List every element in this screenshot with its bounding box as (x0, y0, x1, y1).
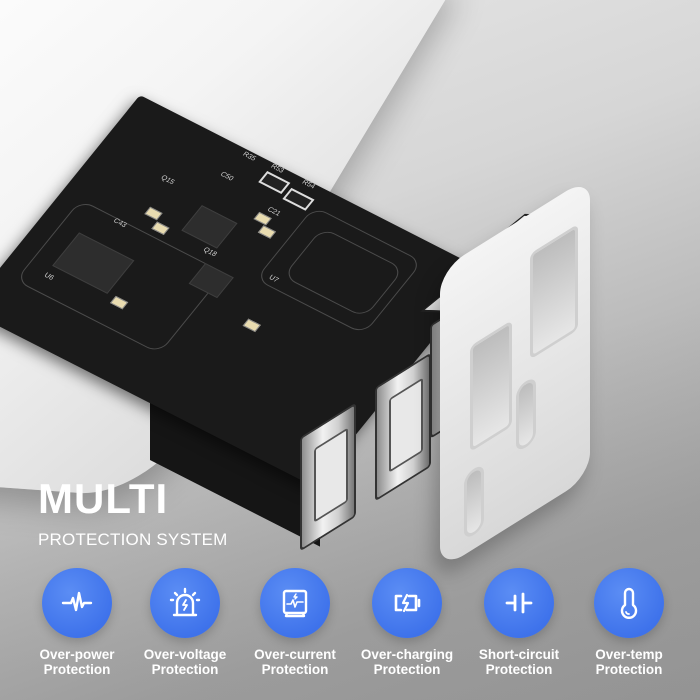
monitor-pulse-icon (282, 589, 308, 618)
thermometer-icon (620, 587, 638, 619)
usb-a-slot (530, 223, 578, 360)
usb-c-slot (516, 375, 536, 454)
pcb-chip (181, 205, 238, 249)
pcb-smd (257, 225, 277, 239)
feature-label-line2: Protection (373, 662, 441, 677)
headline-subtitle: PROTECTION SYSTEM (38, 530, 228, 549)
alarm-light-icon (169, 587, 201, 617)
feature-list: Over-power Protection Over-voltage Prote… (0, 568, 700, 700)
feature-icon-circle (150, 568, 220, 638)
pcb-smd (242, 318, 261, 333)
pcb-resistor (282, 187, 315, 211)
feature-label-line2: Protection (595, 662, 663, 677)
feature-over-power: Over-power Protection (22, 568, 132, 677)
feature-icon-circle (42, 568, 112, 638)
feature-label-line1: Over-current (254, 647, 336, 662)
feature-icon-circle (372, 568, 442, 638)
pulse-icon (61, 591, 93, 612)
feature-label-line1: Over-temp (595, 647, 663, 662)
capacitor-icon (505, 592, 533, 614)
feature-over-charging: Over-charging Protection (352, 568, 462, 677)
feature-label-line1: Over-power (39, 647, 115, 662)
pcb-label: R35 (241, 151, 258, 163)
pcb-resistor (258, 171, 291, 194)
feature-label-line1: Over-charging (360, 647, 454, 662)
headline-title: MULTI (38, 475, 169, 522)
feature-icon-circle (594, 568, 664, 638)
feature-label-line2: Protection (261, 662, 329, 677)
battery-charging-icon (394, 593, 421, 613)
pcb-label: C50 (218, 171, 235, 183)
feature-over-temp: Over-temp Protection (574, 568, 684, 677)
pcb-smd (151, 221, 170, 236)
feature-over-voltage: Over-voltage Protection (130, 568, 240, 677)
feature-label-line1: Short-circuit (478, 647, 560, 662)
feature-label-line1: Over-voltage (143, 647, 227, 662)
feature-over-current: Over-current Protection (240, 568, 350, 677)
pcb-smd (144, 206, 163, 221)
feature-icon-circle (260, 568, 330, 638)
usb-c-slot (464, 462, 484, 542)
pcb-label: Q15 (159, 174, 176, 187)
feature-label-line2: Protection (485, 662, 553, 677)
feature-label-line2: Protection (151, 662, 219, 677)
feature-icon-circle (484, 568, 554, 638)
usb-a-slot (470, 320, 512, 453)
feature-label-line2: Protection (43, 662, 111, 677)
feature-short-circuit: Short-circuit Protection (464, 568, 574, 677)
